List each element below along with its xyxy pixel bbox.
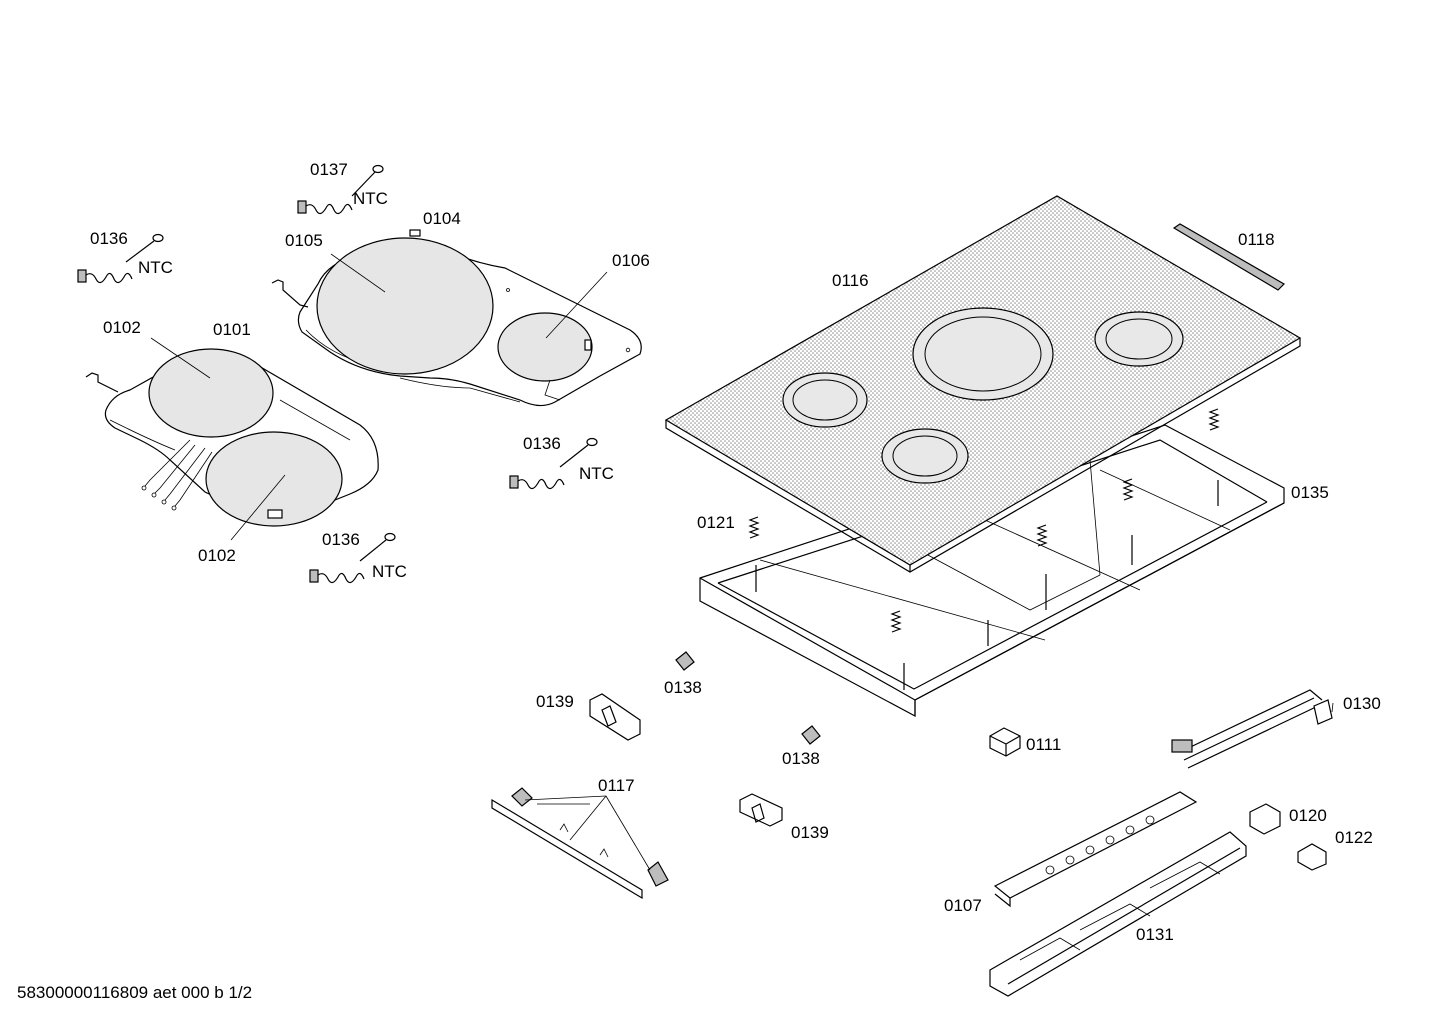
switch-0111 bbox=[989, 727, 1021, 757]
label-0139-lower: 0139 bbox=[791, 823, 829, 842]
label-0139-upper: 0139 bbox=[536, 692, 574, 711]
label-ntc-a: NTC bbox=[353, 189, 388, 208]
bracket-0139-lower bbox=[739, 793, 783, 827]
heating-element-carrier-0101 bbox=[85, 348, 379, 527]
label-0104: 0104 bbox=[423, 209, 461, 228]
part-labels: 0137 NTC 0104 0136 0105 NTC 0106 0116 01… bbox=[17, 160, 1381, 1002]
ntc-sensor-0136-top bbox=[77, 233, 164, 284]
spring-0121 bbox=[748, 516, 760, 539]
label-0136-middle: 0136 bbox=[523, 434, 561, 453]
label-0102-a: 0102 bbox=[103, 318, 141, 337]
label-ntc-d: NTC bbox=[372, 562, 407, 581]
label-0118: 0118 bbox=[1238, 230, 1275, 249]
footer-document-id: 58300000116809 aet 000 b 1/2 bbox=[17, 983, 252, 1002]
heating-element-carrier-0104 bbox=[271, 229, 642, 407]
label-0135: 0135 bbox=[1291, 483, 1329, 502]
label-0121: 0121 bbox=[697, 513, 735, 532]
label-0107: 0107 bbox=[944, 896, 982, 915]
ntc-sensor-0137 bbox=[297, 164, 384, 215]
part-0120 bbox=[1249, 803, 1281, 835]
label-ntc-c: NTC bbox=[579, 464, 614, 483]
label-0122: 0122 bbox=[1335, 828, 1373, 847]
label-0106: 0106 bbox=[612, 251, 650, 270]
label-0116: 0116 bbox=[832, 271, 869, 290]
ceramic-glass-top-0116 bbox=[664, 195, 1302, 573]
label-0136-top: 0136 bbox=[90, 229, 128, 248]
seal-strip-0118 bbox=[1172, 223, 1285, 291]
ntc-sensor-0136-lower bbox=[309, 532, 396, 584]
part-0122 bbox=[1297, 843, 1327, 871]
label-0101: 0101 bbox=[213, 320, 251, 339]
housing-0131 bbox=[989, 831, 1247, 997]
bracket-0139-upper bbox=[589, 693, 641, 741]
label-0111: 0111 bbox=[1026, 735, 1061, 754]
frame-0135 bbox=[699, 408, 1285, 718]
label-0138-lower: 0138 bbox=[782, 749, 820, 768]
label-0102-b: 0102 bbox=[198, 546, 236, 565]
label-ntc-b: NTC bbox=[138, 258, 173, 277]
cable-0130 bbox=[1171, 689, 1333, 769]
label-0130: 0130 bbox=[1343, 694, 1381, 713]
label-0117: 0117 bbox=[598, 776, 635, 795]
label-0137: 0137 bbox=[310, 160, 348, 179]
control-board-0107 bbox=[993, 791, 1198, 908]
label-0120: 0120 bbox=[1289, 806, 1327, 825]
leader-lines bbox=[150, 253, 1334, 871]
mounting-rail-0117 bbox=[491, 787, 669, 900]
label-0136-lower: 0136 bbox=[322, 530, 360, 549]
label-0138-upper: 0138 bbox=[664, 678, 702, 697]
label-0105: 0105 bbox=[285, 231, 323, 250]
clip-0138-lower bbox=[801, 725, 821, 745]
ntc-sensor-0136-middle bbox=[509, 437, 598, 490]
label-0131: 0131 bbox=[1136, 925, 1174, 944]
clip-0138-upper bbox=[675, 651, 695, 671]
